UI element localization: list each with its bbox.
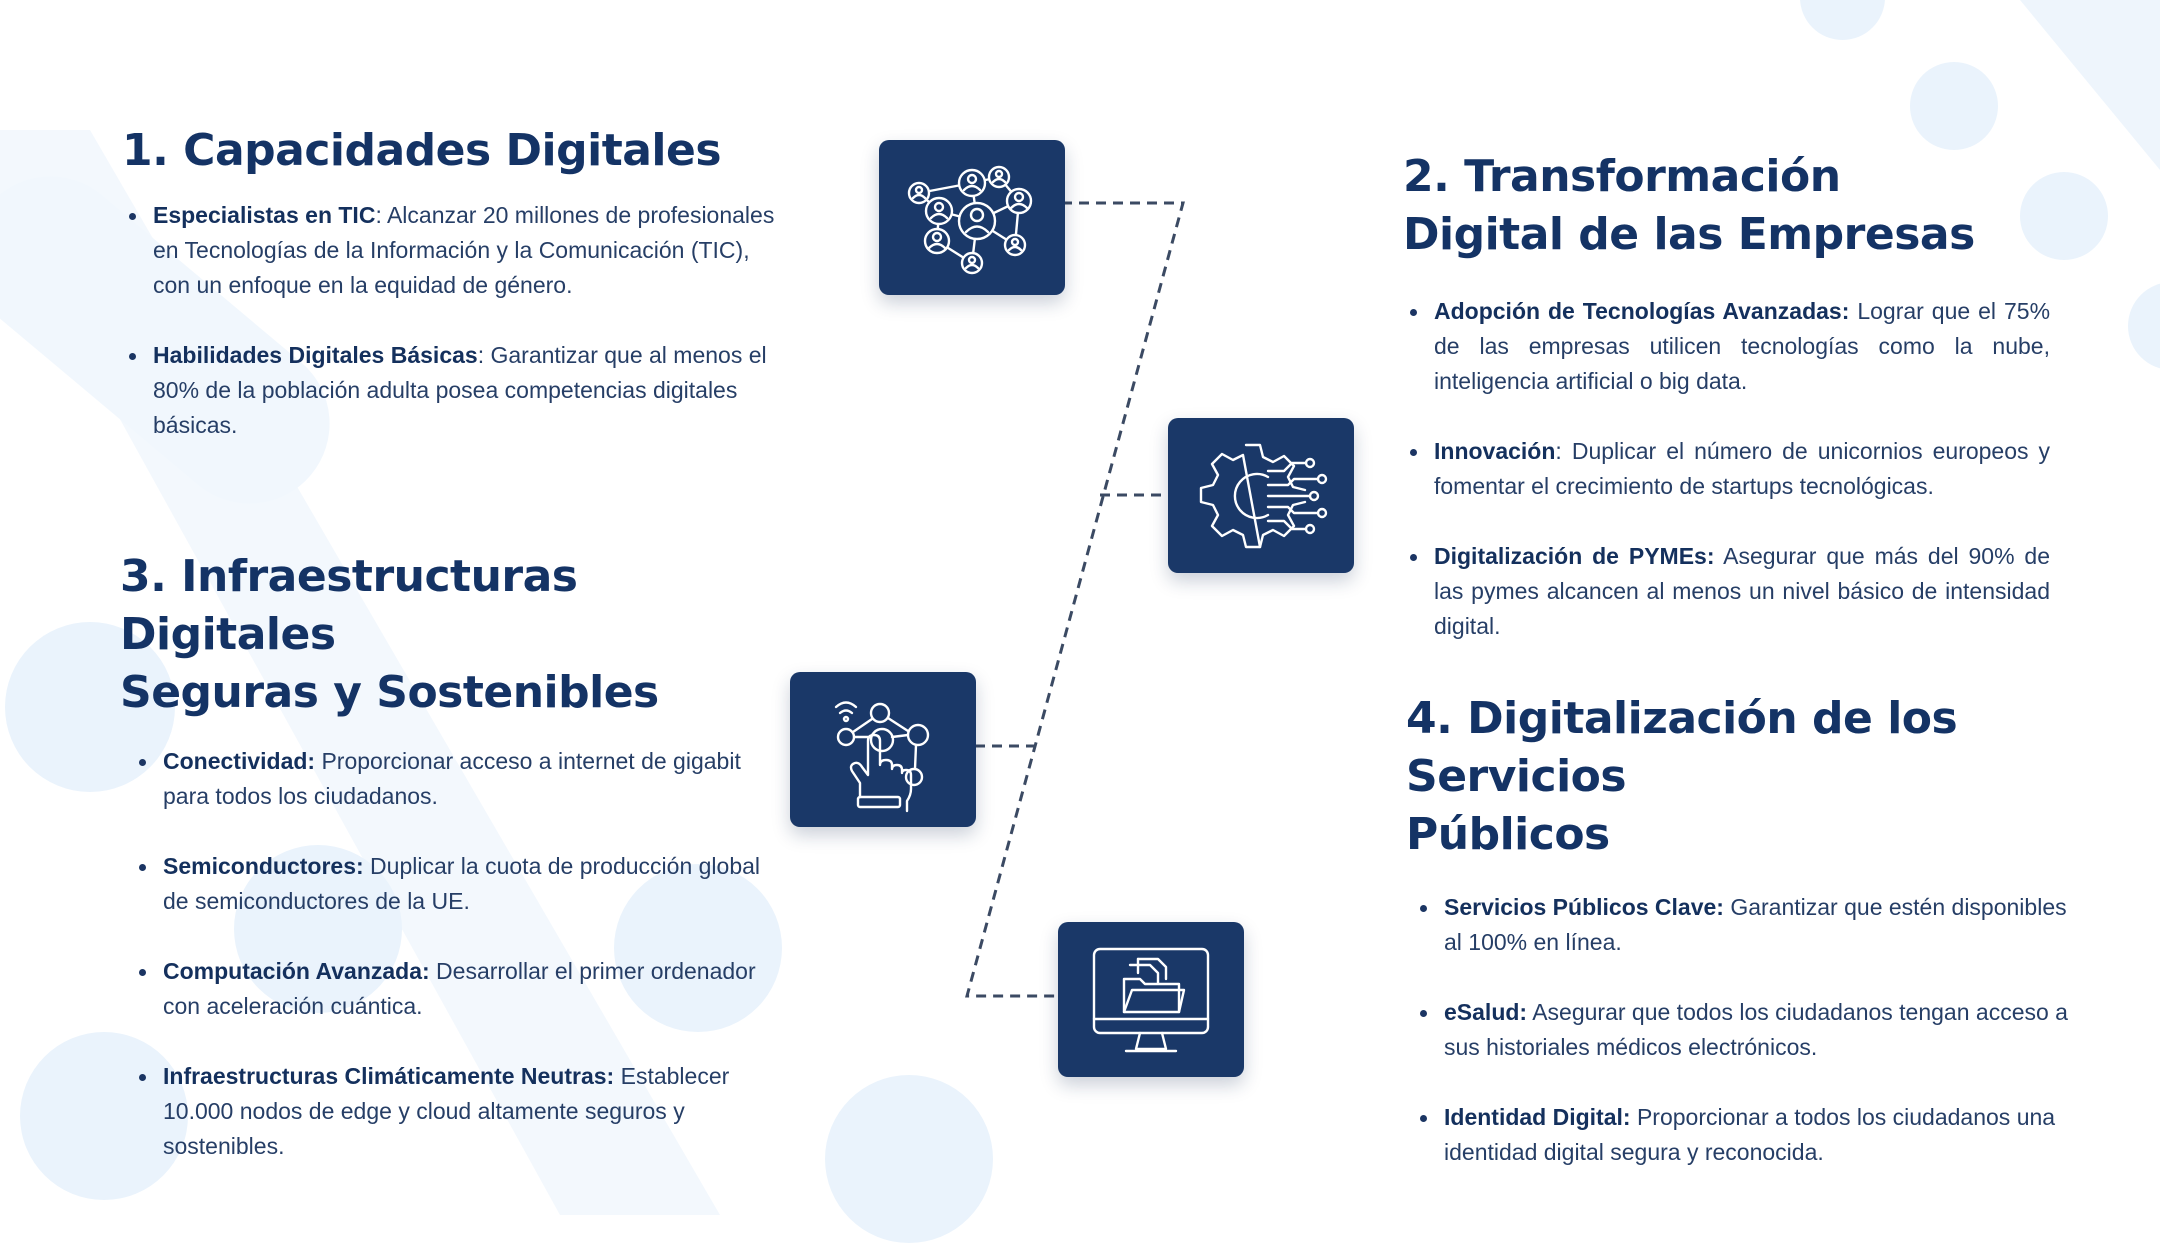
item-text: Duplicar el número de unicornios europeo… (1434, 438, 2051, 499)
item-separator: : (375, 202, 387, 228)
section-heading: 1. Capacidades Digitales (122, 122, 782, 180)
section-heading: 4. Digitalización de los Servicios Públi… (1406, 690, 2086, 864)
list-item: Habilidades Digitales Básicas: Garantiza… (129, 338, 782, 443)
item-title: Infraestructuras Climáticamente Neutras: (163, 1063, 615, 1089)
item-separator: : (1555, 438, 1572, 464)
people-network-icon (907, 165, 1033, 274)
item-separator: : (477, 342, 491, 368)
list-item: Computación Avanzada: Desarrollar el pri… (139, 954, 780, 1024)
background-circle (2020, 172, 2108, 260)
item-text: Asegurar que más del 90% de las pymes al… (1434, 543, 2050, 639)
background-circle (234, 845, 402, 1013)
section-heading: 2. Transformación Digital de las Empresa… (1403, 148, 2050, 264)
section-heading: 3. Infraestructuras Digitales Seguras y … (120, 548, 780, 722)
section-heading-line: Digital de las Empresas (1403, 209, 1975, 260)
item-title: Digitalización de PYMEs: (1434, 543, 1715, 569)
item-title: Computación Avanzada: (163, 958, 430, 984)
list-item: Infraestructuras Climáticamente Neutras:… (139, 1059, 780, 1164)
section-heading-line: 2. Transformación (1403, 151, 1841, 202)
item-title: Servicios Públicos Clave: (1444, 894, 1724, 920)
bullet-list: Adopción de Tecnologías Avanzadas: Logra… (1403, 294, 2050, 644)
bullet-list: Especialistas en TIC: Alcanzar 20 millon… (122, 198, 782, 443)
gear-circuit-icon (1199, 443, 1328, 548)
item-text: Garantizar que al menos el 80% de la pob… (153, 342, 767, 438)
background-circle (5, 622, 175, 792)
item-text: Desarrollar el primer ordenador con acel… (163, 958, 756, 1019)
section-infraestructuras-digitales: 3. Infraestructuras Digitales Seguras y … (120, 548, 780, 1164)
item-title: Especialistas en TIC (153, 202, 376, 228)
item-title: eSalud: (1444, 999, 1528, 1025)
item-text: Duplicar la cuota de producción global d… (163, 853, 761, 914)
touch-network-icon (834, 700, 930, 812)
bullet-list: Servicios Públicos Clave: Garantizar que… (1406, 890, 2086, 1170)
section-capacidades-digitales: 1. Capacidades Digitales Especialistas e… (122, 122, 782, 443)
item-text: Asegurar que todos los ciudadanos tengan… (1444, 999, 2068, 1060)
background-circle (1910, 62, 1998, 150)
section-transformacion-digital: 2. Transformación Digital de las Empresa… (1403, 148, 2050, 644)
background-circle (614, 864, 782, 1032)
list-item: Adopción de Tecnologías Avanzadas: Logra… (1410, 294, 2051, 399)
icon-box-people-network (879, 140, 1065, 295)
dashed-connector (965, 201, 1185, 998)
item-separator (1714, 543, 1723, 569)
section-heading-line: 1. Capacidades Digitales (122, 125, 722, 176)
item-text: Proporcionar a todos los ciudadanos una … (1444, 1104, 2056, 1165)
section-heading-line: 3. Infraestructuras Digitales (120, 551, 578, 660)
list-item: Semiconductores: Duplicar la cuota de pr… (139, 849, 780, 919)
item-text: Garantizar que estén disponibles al 100%… (1444, 894, 2067, 955)
icon-box-computer-folder (1058, 922, 1244, 1077)
list-item: Especialistas en TIC: Alcanzar 20 millon… (129, 198, 782, 303)
item-title: Habilidades Digitales Básicas (153, 342, 478, 368)
item-text: Alcanzar 20 millones de profesionales en… (153, 202, 775, 298)
list-item: Servicios Públicos Clave: Garantizar que… (1420, 890, 2086, 960)
item-title: Identidad Digital: (1444, 1104, 1631, 1130)
background-shapes (0, 0, 2160, 1215)
item-title: Adopción de Tecnologías Avanzadas: (1434, 298, 1850, 324)
section-servicios-publicos: 4. Digitalización de los Servicios Públi… (1406, 690, 2086, 1170)
icon-box-gear-circuit (1168, 418, 1354, 573)
section-heading-line: Públicos (1406, 809, 1610, 860)
section-heading-line: 4. Digitalización de los Servicios (1406, 693, 1958, 802)
list-item: Conectividad: Proporcionar acceso a inte… (139, 744, 780, 814)
item-text: Establecer 10.000 nodos de edge y cloud … (163, 1063, 730, 1159)
background-circle (20, 1032, 188, 1200)
item-title: Conectividad: (163, 748, 316, 774)
bullet-list: Conectividad: Proporcionar acceso a inte… (120, 744, 780, 1164)
item-text: Proporcionar acceso a internet de gigabi… (163, 748, 741, 809)
list-item: Identidad Digital: Proporcionar a todos … (1420, 1100, 2086, 1170)
item-text: Lograr que el 75% de las empresas utilic… (1434, 298, 2051, 394)
computer-folder-icon (1092, 947, 1210, 1052)
list-item: Digitalización de PYMEs: Asegurar que má… (1410, 539, 2050, 644)
icon-box-touch-network (790, 672, 976, 827)
item-title: Innovación (1434, 438, 1556, 464)
item-title: Semiconductores: (163, 853, 364, 879)
list-item: eSalud: Asegurar que todos los ciudadano… (1420, 995, 2086, 1065)
list-item: Innovación: Duplicar el número de unicor… (1410, 434, 2051, 504)
section-heading-line: Seguras y Sostenibles (120, 667, 659, 718)
